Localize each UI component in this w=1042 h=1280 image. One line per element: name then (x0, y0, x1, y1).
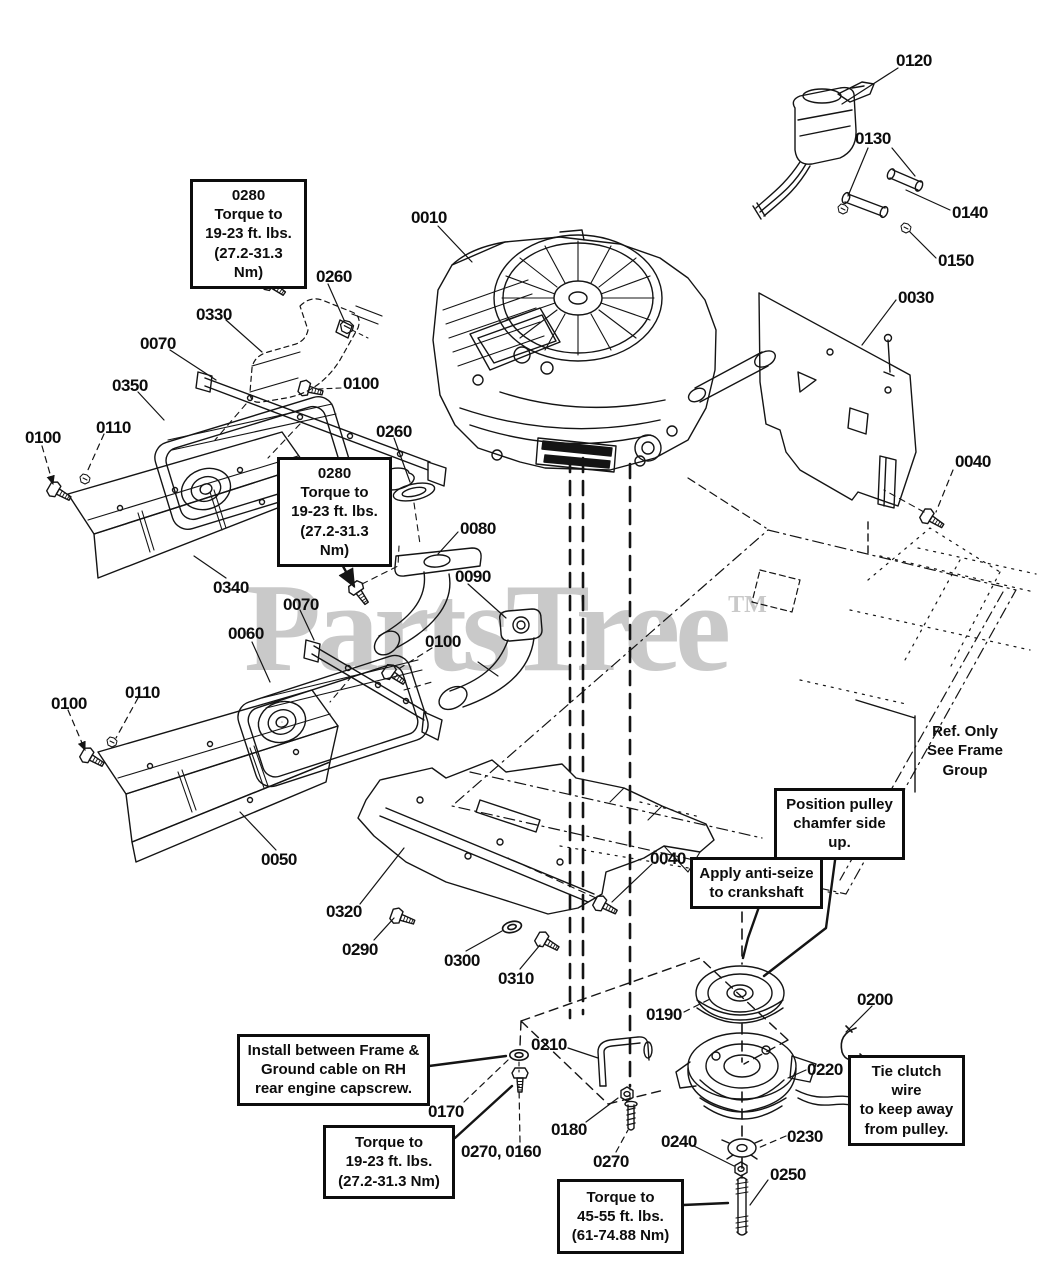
engine-assembly (432, 229, 776, 473)
callout-0010: 0010 (411, 208, 447, 227)
muffler-bottom (237, 654, 429, 788)
callout-0250: 0250 (770, 1165, 806, 1184)
callout-0330: 0330 (196, 305, 232, 324)
exhaust-pipe-0080 (361, 482, 482, 656)
callout-0240: 0240 (661, 1132, 697, 1151)
callout-0270-0160: 0270, 0160 (461, 1142, 542, 1161)
watermark-tm: TM (728, 592, 767, 618)
ref-only-bracket (855, 699, 916, 793)
leader-lines (41, 67, 954, 1206)
callout-0050: 0050 (261, 850, 297, 869)
note-apply-anti-seize: Apply anti-seize to crankshaft (690, 857, 823, 910)
callout-0200: 0200 (857, 990, 893, 1009)
callout-0190: 0190 (646, 1005, 682, 1024)
callout-0140: 0140 (952, 203, 988, 222)
callout-0060: 0060 (228, 624, 264, 643)
note-torque-0280-mid: 0280 Torque to 19-23 ft. lbs. (27.2-31.3… (277, 457, 392, 567)
callout-0130: 0130 (855, 129, 891, 148)
callout-0230: 0230 (787, 1127, 823, 1146)
pulley (695, 965, 785, 1024)
note-position-pulley: Position pulley chamfer side up. (774, 788, 905, 860)
callout-0030: 0030 (898, 288, 934, 307)
callout-0040: 0040 (650, 849, 686, 868)
phantom-plate (519, 957, 789, 1105)
callout-0100: 0100 (425, 632, 461, 651)
note-tie-clutch-wire: Tie clutch wire to keep away from pulley… (848, 1055, 965, 1146)
callout-0070: 0070 (140, 334, 176, 353)
callout-0350: 0350 (112, 376, 148, 395)
fuel-valve-assembly (752, 81, 924, 234)
frame-phantom-outline (451, 477, 1037, 895)
note-torque-4555: Torque to 45-55 ft. lbs. (61-74.88 Nm) (557, 1179, 684, 1254)
callout-0180: 0180 (551, 1120, 587, 1139)
muffler-bracket-bottom (303, 639, 443, 741)
callout-0260: 0260 (376, 422, 412, 441)
callout-0310: 0310 (498, 969, 534, 988)
callout-0270: 0270 (593, 1152, 629, 1171)
crank-bolt-0250 (735, 1176, 749, 1236)
engine-guard (357, 759, 715, 915)
tab-washer-0230 (721, 1138, 763, 1160)
callout-0100: 0100 (51, 694, 87, 713)
callout-0040: 0040 (955, 452, 991, 471)
callout-0090: 0090 (455, 567, 491, 586)
callout-0110: 0110 (96, 418, 131, 437)
callout-0320: 0320 (326, 902, 362, 921)
callout-0070: 0070 (283, 595, 319, 614)
callout-0100: 0100 (343, 374, 379, 393)
callout-0290: 0290 (342, 940, 378, 959)
spacer-bracket-0210 (597, 1036, 653, 1087)
capscrew-0270-right (624, 1100, 638, 1131)
callout-0110: 0110 (125, 683, 160, 702)
callout-0210: 0210 (531, 1035, 567, 1054)
note-torque-0280-top: 0280 Torque to 19-23 ft. lbs. (27.2-31.3… (190, 179, 307, 289)
exhaust-pipe-0090 (438, 608, 543, 711)
callout-0100: 0100 (25, 428, 61, 447)
callout-0170: 0170 (428, 1102, 464, 1121)
callout-0260: 0260 (316, 267, 352, 286)
heat-shield-bottom (97, 689, 339, 863)
baffle-panel (758, 292, 917, 557)
note-ref-only-frame-group: Ref. Only See Frame Group (927, 723, 1003, 779)
callout-0300: 0300 (444, 951, 480, 970)
fasteners (44, 272, 948, 1177)
callout-0150: 0150 (938, 251, 974, 270)
exhaust-elbow-0330 (249, 298, 415, 491)
callout-0120: 0120 (896, 51, 932, 70)
callout-0080: 0080 (460, 519, 496, 538)
callout-0220: 0220 (807, 1060, 843, 1079)
callout-0340: 0340 (213, 578, 249, 597)
note-torque-1923-bottom: Torque to 19-23 ft. lbs. (27.2-31.3 Nm) (323, 1125, 455, 1199)
centerlines (568, 456, 632, 1088)
note-install-ground-cable: Install between Frame & Ground cable on … (237, 1034, 430, 1106)
